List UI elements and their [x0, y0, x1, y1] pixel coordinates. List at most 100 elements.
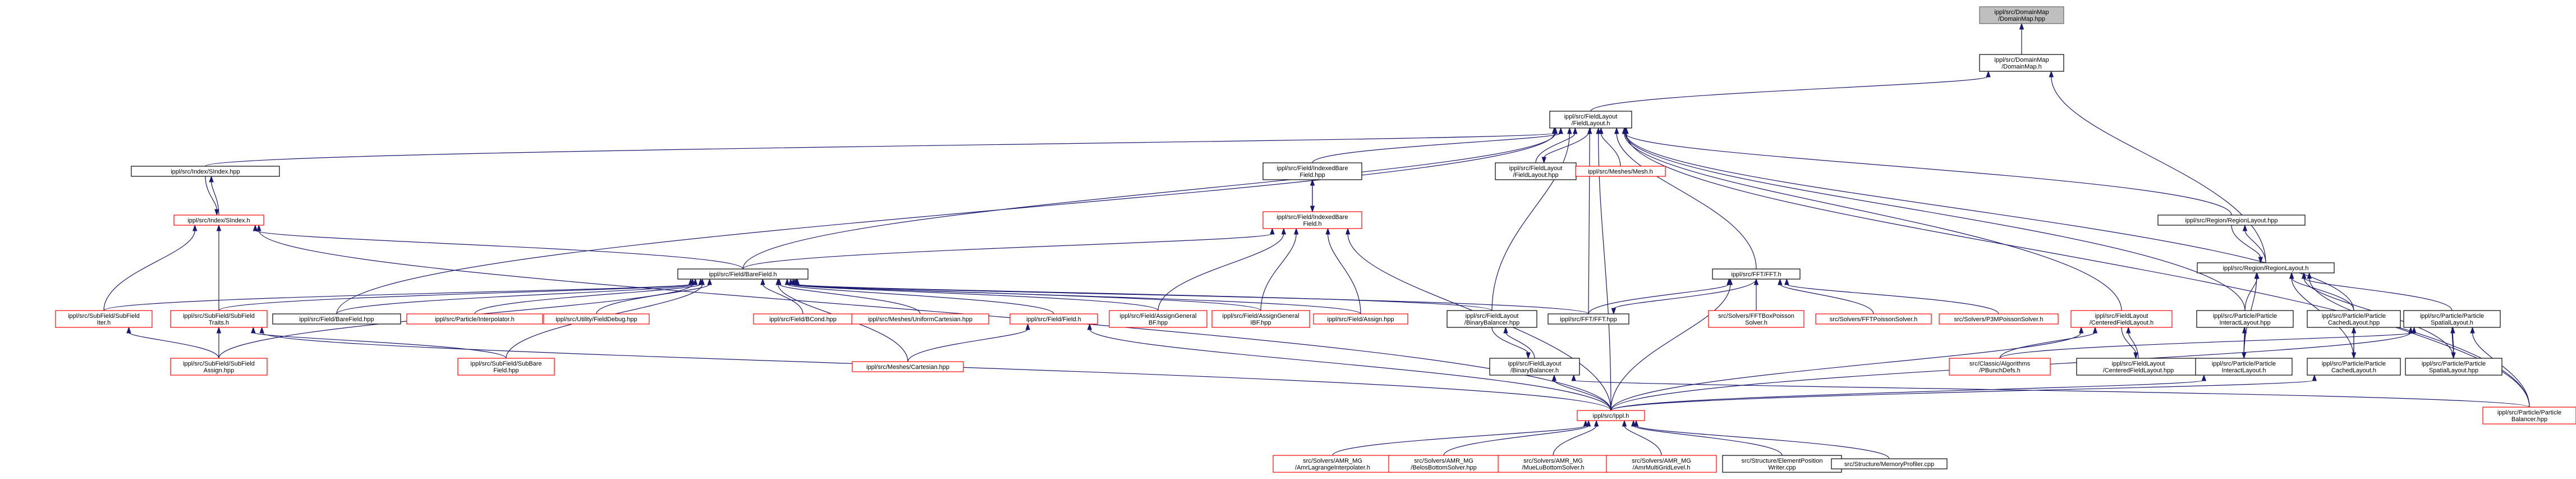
node-pspatiallayout-hpp[interactable]: ippl/src/Particle/ParticleSpatialLayout.…: [2405, 358, 2502, 376]
node-centeredfieldlayout-hpp[interactable]: ippl/src/FieldLayout/CenteredFieldLayout…: [2076, 358, 2201, 376]
edge-line: [742, 133, 1556, 270]
node-sindex-hpp[interactable]: ippl/src/Index/SIndex.hpp: [131, 166, 280, 177]
node-pspatiallayout-h[interactable]: ippl/src/Particle/ParticleSpatialLayout.…: [2403, 310, 2501, 328]
node-mueluatom-h[interactable]: src/Solvers/AMR_MG/MueLuBottomSolver.h: [1498, 455, 1609, 473]
edge-pinteractlayout-hpp-to-fieldlayout-h: [1623, 127, 2246, 311]
node-binarybalancer-hpp[interactable]: ippl/src/FieldLayout/BinaryBalancer.hpp: [1447, 310, 1537, 328]
node-centeredfieldlayout-h[interactable]: ippl/src/FieldLayout/CenteredFieldLayout…: [2070, 310, 2173, 328]
node-amrlagrange-h[interactable]: src/Solvers/AMR_MG/AmrLagrangeInterpolat…: [1273, 455, 1393, 473]
edge-arrowhead: [795, 278, 800, 285]
edge-assigngeneralbf-hpp-to-indexedbarefield-h: [1158, 227, 1286, 311]
edge-sindex-hpp-to-fieldlayout-h: [205, 127, 1557, 167]
edge-line: [1573, 380, 2530, 408]
edge-arrowhead: [760, 278, 765, 285]
node-label-line: /DomainMap.h: [2001, 63, 2042, 70]
edge-arrowhead: [1986, 70, 1991, 77]
edge-pcachedlayout-hpp-to-regionlayout-h: [2289, 272, 2354, 311]
edge-arrowhead: [2408, 326, 2413, 334]
node-binarybalancer-h[interactable]: ippl/src/FieldLayout/BinaryBalancer.h: [1489, 358, 1580, 376]
edge-line: [2451, 327, 2454, 354]
edge-arrowhead: [216, 326, 222, 334]
edge-arrowhead: [2289, 272, 2294, 279]
node-box: [1211, 310, 1310, 328]
node-amrmultigrid-h[interactable]: src/Solvers/AMR_MG/AmrMultiGridLevel.h: [1606, 455, 1717, 473]
node-p3m-h[interactable]: src/Solvers/P3MPoissonSolver.h: [1939, 313, 2059, 325]
node-pinteractlayout-h[interactable]: ippl/src/Particle/ParticleInteractLayout…: [2195, 358, 2293, 376]
edge-line: [1443, 425, 1589, 456]
edge-fftpoisson-h-to-fft-h: [1778, 278, 1874, 314]
edge-indexedbarefield-hpp-to-fieldlayout-h: [1312, 127, 1563, 163]
edge-regionlayout-hpp-to-regionlayout-h: [2231, 225, 2263, 264]
edge-line: [1633, 425, 1783, 456]
node-bottomsolver-h[interactable]: src/Solvers/AMR_MG/BelosBottomSolver.hpp: [1388, 455, 1499, 473]
node-label-line: ippl/src/FieldLayout: [2112, 361, 2165, 367]
edge-line: [1491, 133, 1570, 311]
node-fieldlayout-h[interactable]: ippl/src/FieldLayout/FieldLayout.h: [1549, 111, 1632, 129]
node-uniformcartesian-hpp[interactable]: ippl/src/Meshes/UniformCartesian.hpp: [851, 313, 989, 325]
node-mesh-h[interactable]: ippl/src/Meshes/Mesh.h: [1575, 166, 1666, 177]
edge-arrowhead: [1571, 374, 1576, 381]
node-label-line: ippl/src/Particle/Particle: [2322, 361, 2386, 367]
node-label-line: Field.h: [1303, 221, 1321, 227]
node-label-line: ippl/src/FieldLayout: [1564, 113, 1618, 120]
node-regionlayout-h[interactable]: ippl/src/Region/RegionLayout.h: [2197, 262, 2335, 273]
node-barefield-hpp[interactable]: ippl/src/Field/BareField.hpp: [272, 313, 401, 325]
node-fielddebug-hpp[interactable]: ippl/src/Utility/FieldDebug.hpp: [543, 313, 650, 325]
edge-line: [255, 230, 743, 270]
node-assign-hpp[interactable]: ippl/src/Field/Assign.hpp: [1313, 313, 1408, 325]
node-box: [131, 166, 280, 177]
node-fft-hpp[interactable]: ippl/src/FFT/FFT.hpp: [1548, 313, 1629, 325]
edge-binarybalancer-hpp-to-binarybalancer-h: [1491, 327, 1531, 359]
node-sindex-h[interactable]: ippl/src/Index/SIndex.h: [173, 215, 264, 226]
node-regionlayout-hpp[interactable]: ippl/src/Region/RegionLayout.hpp: [2157, 215, 2306, 226]
node-domainmap-h[interactable]: ippl/src/DomainMap/DomainMap.h: [1979, 54, 2064, 72]
node-box: [1548, 313, 1629, 325]
node-bcond-hpp[interactable]: ippl/src/Field/BCond.hpp: [753, 313, 853, 325]
edge-line: [1332, 425, 1586, 456]
node-fft-h[interactable]: ippl/src/FFT/FFT.h: [1712, 268, 1801, 280]
node-barefield-h[interactable]: ippl/src/Field/BareField.h: [677, 268, 809, 280]
edge-arrowhead: [1558, 127, 1563, 134]
edge-arrowhead: [1270, 227, 1275, 235]
edge-fieldlayout-h-to-domainmap-h: [1590, 70, 1991, 112]
node-label-line: src/Structure/MemoryProfiler.cpp: [1844, 461, 1934, 468]
edge-line: [103, 230, 195, 311]
node-label-line: Solver.h: [1745, 320, 1767, 326]
node-domainmap-hpp[interactable]: ippl/src/DomainMap/DomainMap.hpp: [1979, 6, 2064, 24]
node-ippl-h[interactable]: ippl/src/Ippl.h: [1577, 410, 1645, 421]
edge-arrowhead: [2049, 70, 2054, 77]
node-fftpoisson-h[interactable]: src/Solvers/FFTPoissonSolver.h: [1815, 313, 1932, 325]
node-pbunchdefs-h[interactable]: src/Classic/Algorithms/PBunchDefs.h: [1949, 358, 2051, 376]
node-fieldlayout-hpp[interactable]: ippl/src/FieldLayout/FieldLayout.hpp: [1495, 162, 1577, 180]
node-label-line: ippl/src/FieldLayout: [1508, 361, 1562, 367]
node-memprofiler-cpp[interactable]: src/Structure/MemoryProfiler.cpp: [1831, 458, 1948, 469]
edge-line: [1626, 133, 2530, 408]
edge-subbarefield-hpp-to-subfieldtraits-h: [251, 326, 507, 359]
node-pinteractlayout-hpp[interactable]: ippl/src/Particle/ParticleInteractLayout…: [2196, 310, 2294, 328]
node-box: [1575, 166, 1666, 177]
node-label-line: ippl/src/Field/AssignGeneral: [1120, 313, 1197, 320]
node-pcachedlayout-hpp[interactable]: ippl/src/Particle/ParticleCachedLayout.h…: [2307, 310, 2401, 328]
node-label-line: /BelosBottomSolver.hpp: [1411, 464, 1476, 471]
node-cartesian-hpp[interactable]: ippl/src/Meshes/Cartesian.hpp: [852, 361, 964, 372]
node-box: [1447, 310, 1537, 328]
node-field-h[interactable]: ippl/src/Field/Field.h: [1009, 313, 1098, 325]
node-interpolator-h[interactable]: ippl/src/Particle/Interpolator.h: [406, 313, 543, 325]
node-label-line: Assign.hpp: [204, 367, 234, 374]
edge-line: [1553, 425, 1597, 456]
edge-arrowhead: [707, 278, 712, 285]
node-box: [1313, 313, 1408, 325]
edge-binarybalancer-hpp-to-fieldlayout-h: [1491, 127, 1572, 311]
